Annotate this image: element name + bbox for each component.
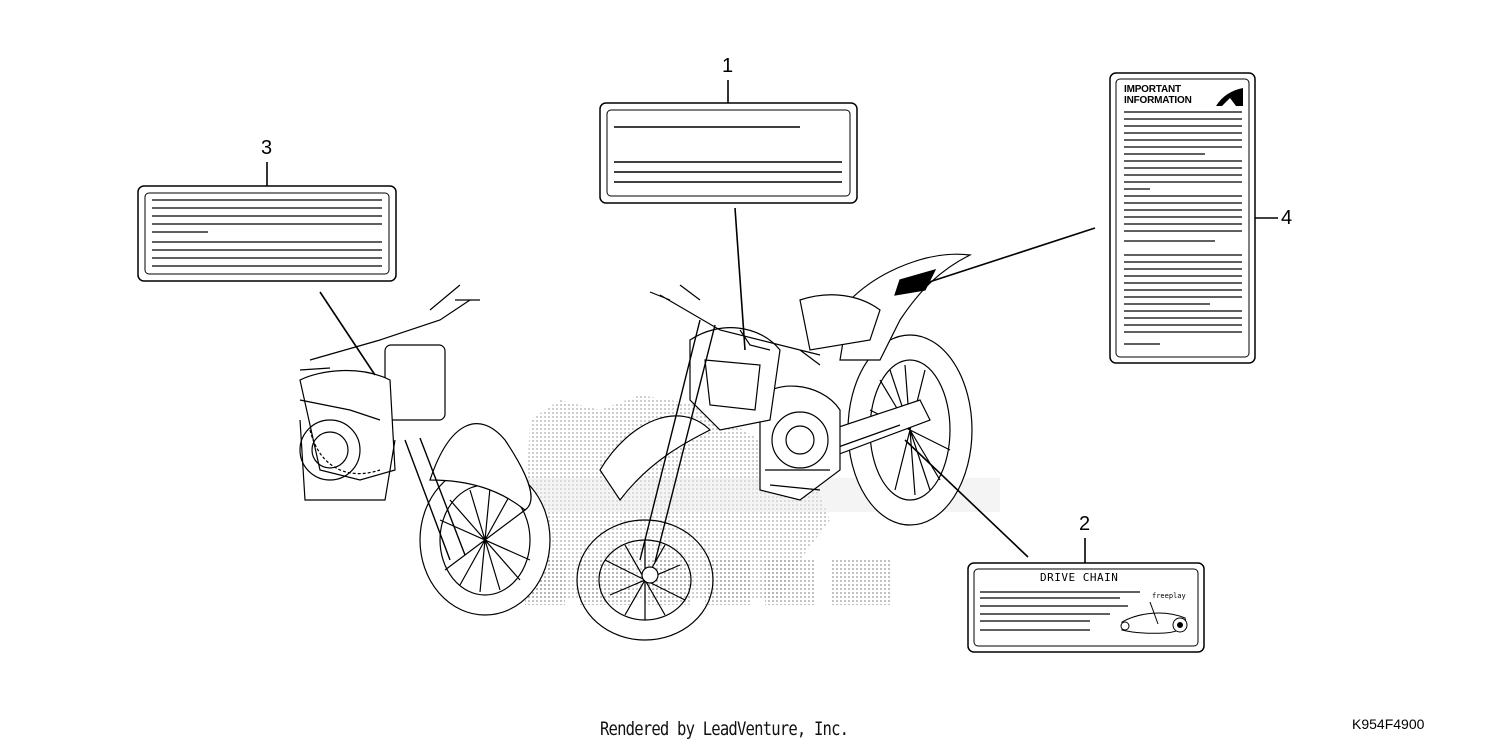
label-4-heading-line2: INFORMATION	[1124, 95, 1192, 106]
honda-wing-icon	[1216, 88, 1243, 106]
leader-lines	[266, 80, 1278, 563]
label-4-heading-line1: IMPORTANT	[1124, 84, 1181, 95]
motorcycle-side-view	[576, 253, 973, 641]
label-2-title: DRIVE CHAIN	[1040, 571, 1119, 584]
diagram-code: K954F4900	[1352, 716, 1425, 732]
motorcycle-front-view	[299, 284, 551, 616]
callout-1: 1	[722, 55, 734, 77]
rendered-by-credit: Rendered by LeadVenture, Inc.	[600, 718, 849, 740]
chain-icon	[1120, 601, 1188, 634]
label-4-graphic	[1109, 72, 1256, 364]
callout-2: 2	[1079, 513, 1091, 535]
callout-4: 4	[1281, 207, 1293, 229]
callout-3: 3	[261, 137, 273, 159]
label-1-graphic	[599, 102, 858, 204]
label-2-freeplay: freeplay	[1152, 592, 1186, 600]
label-3-graphic	[137, 185, 397, 282]
label-2-graphic	[967, 562, 1205, 653]
